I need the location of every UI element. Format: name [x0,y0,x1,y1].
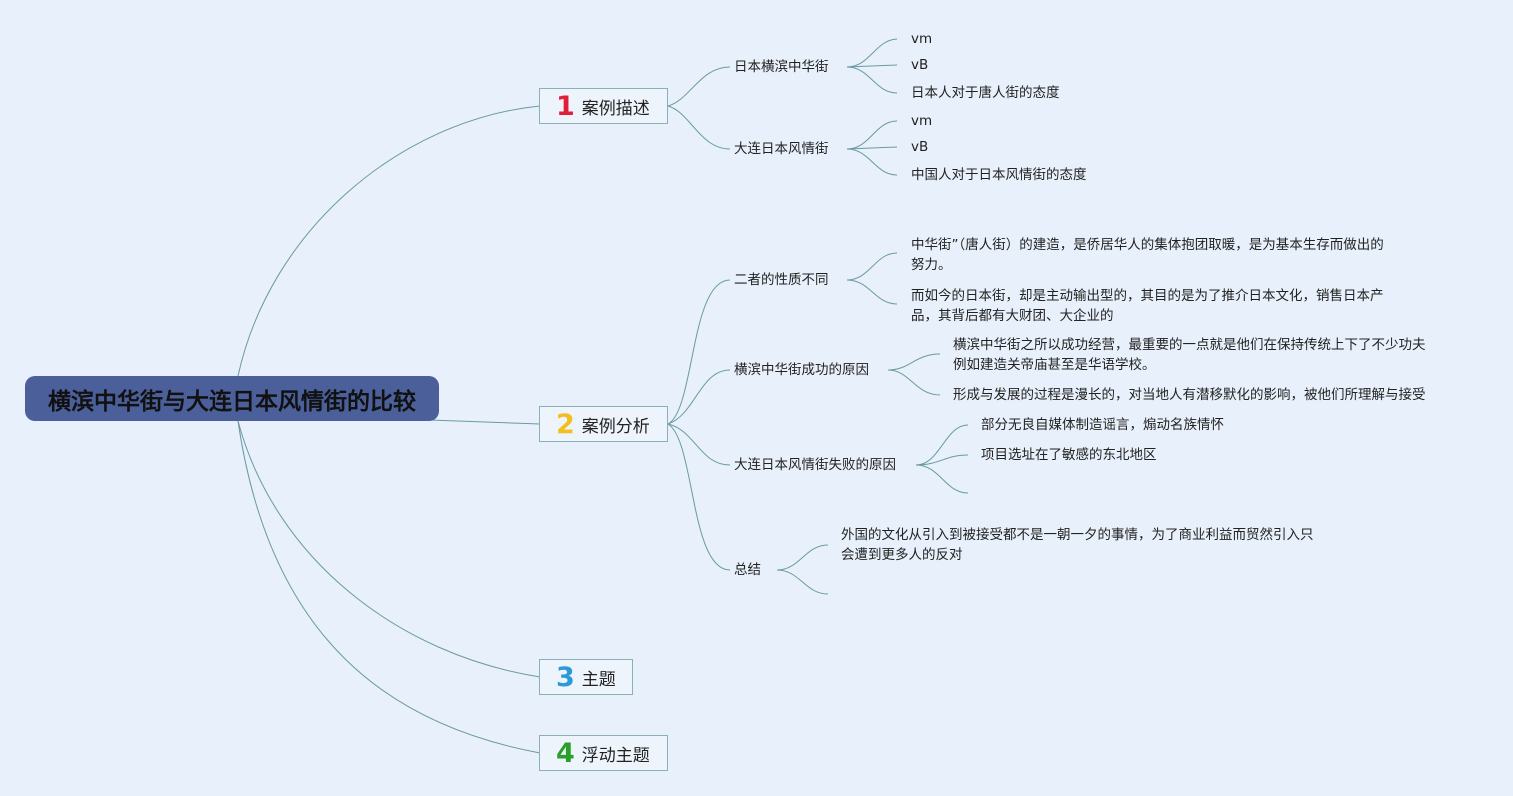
connector-b1-s1 [667,66,731,107]
branch-topic[interactable]: 3 主题 [539,659,633,695]
connector-b2-s2 [667,369,731,425]
leaf-line: 会遭到更多人的反对 [841,547,963,563]
subtopic-dalian-failure[interactable]: 大连日本风情街失败的原因 [734,457,896,473]
leaf-chinese-attitude[interactable]: 中国人对于日本风情街的态度 [911,167,1087,183]
subtopic-yokohama-success[interactable]: 横滨中华街成功的原因 [734,362,869,378]
connector-s12-l3 [846,148,898,176]
connector-s22-l2 [887,369,941,396]
leaf-line: 形成与发展的过程是漫长的，对当地人有潜移默化的影响，被他们所理解与接受 [953,387,1426,403]
number-4-icon: 4 [556,737,575,769]
leaf-line: 中华街”（唐人街）的建造，是侨居华人的集体抱团取暖，是为基本生存而做出的 [911,237,1384,253]
number-1-icon: 1 [556,90,575,122]
leaf-location[interactable]: 项目选址在了敏感的东北地区 [981,445,1157,465]
leaf-vm[interactable]: vm [911,31,933,47]
leaf-line: 横滨中华街之所以成功经营，最重要的一点就是他们在保持传统上下了不少功夫 [953,337,1426,353]
leaf-vm[interactable]: vm [911,113,933,129]
branch-label: 浮动主题 [581,745,650,766]
connector-s22-l1 [887,353,941,371]
connector-s21-l2 [846,279,898,305]
connector-s11-l2 [846,64,898,68]
subtopic-yokohama-chinatown[interactable]: 日本横滨中华街 [734,59,829,75]
root-title: 横滨中华街与大连日本风情街的比较 [48,388,416,415]
leaf-line: 而如今的日本街，却是主动输出型的，其目的是为了推介日本文化，销售日本产 [911,288,1384,304]
connector-root-branch2 [429,419,541,425]
number-3-icon: 3 [556,661,575,693]
connector-s24-l1 [776,544,829,571]
connector-s23-l2 [915,454,969,466]
leaf-vb[interactable]: vB [911,139,929,155]
leaf-chinatown-purpose[interactable]: 中华街”（唐人街）的建造，是侨居华人的集体抱团取暖，是为基本生存而做出的 努力。 [911,235,1384,275]
connector-b1-s2 [667,105,731,150]
leaf-japanese-street-purpose[interactable]: 而如今的日本街，却是主动输出型的，其目的是为了推介日本文化，销售日本产 品，其背… [911,286,1384,326]
branch-label: 案例分析 [581,416,650,437]
connector-b2-s3 [667,423,731,466]
connector-s23-l1 [915,424,969,466]
connector-b2-s1 [667,279,731,425]
leaf-rumors[interactable]: 部分无良自媒体制造谣言，煽动名族情怀 [981,415,1224,435]
leaf-line: 部分无良自媒体制造谣言，煽动名族情怀 [981,417,1224,433]
branch-floating-topic[interactable]: 4 浮动主题 [539,735,668,771]
subtopic-different-nature[interactable]: 二者的性质不同 [734,272,829,288]
leaf-summary-text[interactable]: 外国的文化从引入到被接受都不是一朝一夕的事情，为了商业利益而贸然引入只 会遭到更… [841,525,1314,565]
connector-root-branch1 [237,105,541,377]
connector-root-branch3 [237,420,541,678]
subtopic-summary[interactable]: 总结 [734,562,761,578]
connector-s21-l1 [846,252,898,281]
leaf-tradition[interactable]: 横滨中华街之所以成功经营，最重要的一点就是他们在保持传统上下了不少功夫 例如建造… [953,335,1426,375]
branch-case-description[interactable]: 1 案例描述 [539,88,668,124]
connector-root-branch4 [237,420,541,754]
leaf-line: 努力。 [911,257,952,273]
subtopic-dalian-japanese-street[interactable]: 大连日本风情街 [734,141,829,157]
connector-s12-l2 [846,146,898,150]
connector-s11-l3 [846,66,898,94]
leaf-line: 外国的文化从引入到被接受都不是一朝一夕的事情，为了商业利益而贸然引入只 [841,527,1314,543]
connector-b2-s4 [667,423,731,571]
connector-s23-l3 [915,464,969,494]
leaf-vb[interactable]: vB [911,57,929,73]
leaf-japanese-attitude[interactable]: 日本人对于唐人街的态度 [911,85,1060,101]
leaf-line: 项目选址在了敏感的东北地区 [981,447,1157,463]
connector-s11-l1 [846,38,898,68]
leaf-line: 品，其背后都有大财团、大企业的 [911,308,1114,324]
number-2-icon: 2 [556,408,575,440]
root-topic[interactable]: 横滨中华街与大连日本风情街的比较 [25,376,439,421]
leaf-line: 例如建造关帝庙甚至是华语学校。 [953,357,1156,373]
branch-label: 主题 [581,669,616,690]
branch-label: 案例描述 [581,98,650,119]
branch-case-analysis[interactable]: 2 案例分析 [539,406,668,442]
leaf-long-process[interactable]: 形成与发展的过程是漫长的，对当地人有潜移默化的影响，被他们所理解与接受 [953,385,1426,405]
connector-s12-l1 [846,120,898,150]
connector-s24-l2 [776,569,829,595]
